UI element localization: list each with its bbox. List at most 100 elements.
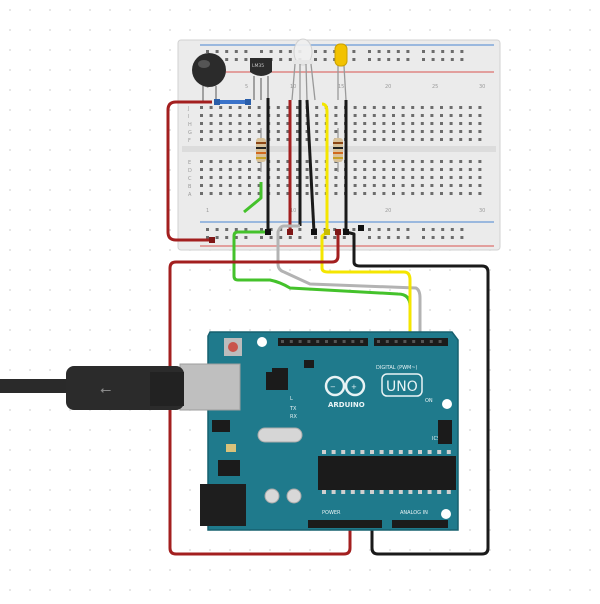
atmega-pins-top <box>322 450 451 454</box>
hole <box>468 192 472 195</box>
wire-gray-long <box>276 224 422 350</box>
hole <box>420 184 424 187</box>
hole <box>209 138 213 141</box>
hole <box>296 160 299 163</box>
hole <box>382 184 386 187</box>
power-label: POWER <box>322 510 341 516</box>
hole <box>334 106 338 109</box>
hole <box>431 58 435 61</box>
resistor-2-band-2 <box>333 147 343 149</box>
hole <box>401 114 405 117</box>
hole <box>411 176 415 179</box>
hole <box>334 192 338 195</box>
hole <box>322 490 326 494</box>
hole <box>420 138 424 141</box>
cap-black-4 <box>358 225 364 231</box>
hole <box>459 192 463 195</box>
hole <box>429 340 433 343</box>
hole <box>286 122 290 125</box>
hole <box>305 176 309 179</box>
icsp-label: ICSP <box>432 436 443 442</box>
hole <box>334 122 338 125</box>
hole <box>368 228 371 231</box>
hole <box>437 450 442 454</box>
hole <box>289 340 293 343</box>
hole <box>334 168 338 171</box>
hole <box>333 228 337 231</box>
mount-hole-3 <box>441 509 451 519</box>
row-letter-b: B <box>188 184 192 190</box>
hole <box>342 236 346 239</box>
hole <box>219 160 223 163</box>
hole <box>276 130 280 133</box>
hole <box>363 192 367 195</box>
hole <box>351 340 355 343</box>
hole <box>396 50 400 53</box>
hole <box>219 114 223 117</box>
hole <box>200 114 203 117</box>
hole <box>372 130 376 133</box>
hole <box>368 236 371 239</box>
hole <box>248 106 251 109</box>
hole <box>219 192 223 195</box>
hole <box>396 58 400 61</box>
hole <box>281 340 284 343</box>
hole <box>441 58 445 61</box>
hole <box>430 130 434 133</box>
hole <box>382 192 386 195</box>
hole <box>248 122 251 125</box>
hole <box>446 490 451 494</box>
hole <box>392 168 395 171</box>
hole <box>353 184 357 187</box>
hole <box>314 236 317 239</box>
hole <box>238 106 242 109</box>
brand-text: ARDUINO <box>328 401 365 409</box>
hole <box>459 160 463 163</box>
hole <box>316 340 320 343</box>
hole <box>468 176 472 179</box>
wire-red-left-loop <box>166 100 212 242</box>
hole <box>406 236 410 239</box>
hole <box>420 160 424 163</box>
hole <box>478 176 482 179</box>
hole <box>372 122 376 125</box>
buzzer <box>192 53 226 102</box>
hole <box>427 490 432 494</box>
hole <box>430 184 434 187</box>
logo-minus: − <box>330 383 336 391</box>
hole <box>418 450 422 454</box>
hole <box>350 450 355 454</box>
col-num-30: 30 <box>479 84 485 90</box>
hole <box>440 122 443 125</box>
hole <box>238 138 242 141</box>
hole <box>401 138 405 141</box>
hole <box>377 58 381 61</box>
hole <box>440 176 443 179</box>
hole <box>382 168 386 171</box>
analog-header <box>392 520 448 528</box>
hole <box>440 184 443 187</box>
buzzer-highlight <box>198 60 210 68</box>
hole <box>228 122 232 125</box>
hole <box>305 130 309 133</box>
resistor-2-band-4 <box>333 157 343 159</box>
hole <box>420 130 424 133</box>
logo-right-loop <box>344 375 366 397</box>
lm35-label: LM35 <box>252 63 264 69</box>
hole <box>368 58 371 61</box>
hole <box>305 168 309 171</box>
hole <box>468 168 472 171</box>
hole <box>401 122 405 125</box>
hole <box>219 130 223 133</box>
col-num-1-bottom: 1 <box>206 208 209 214</box>
hole <box>460 50 464 53</box>
hole <box>269 236 273 239</box>
hole <box>438 340 442 343</box>
hole <box>377 340 380 343</box>
voltage-regulator <box>218 460 240 476</box>
hole <box>238 160 242 163</box>
analog-label: ANALOG IN <box>400 510 428 516</box>
hole <box>363 122 367 125</box>
capacitor-1 <box>264 488 280 504</box>
